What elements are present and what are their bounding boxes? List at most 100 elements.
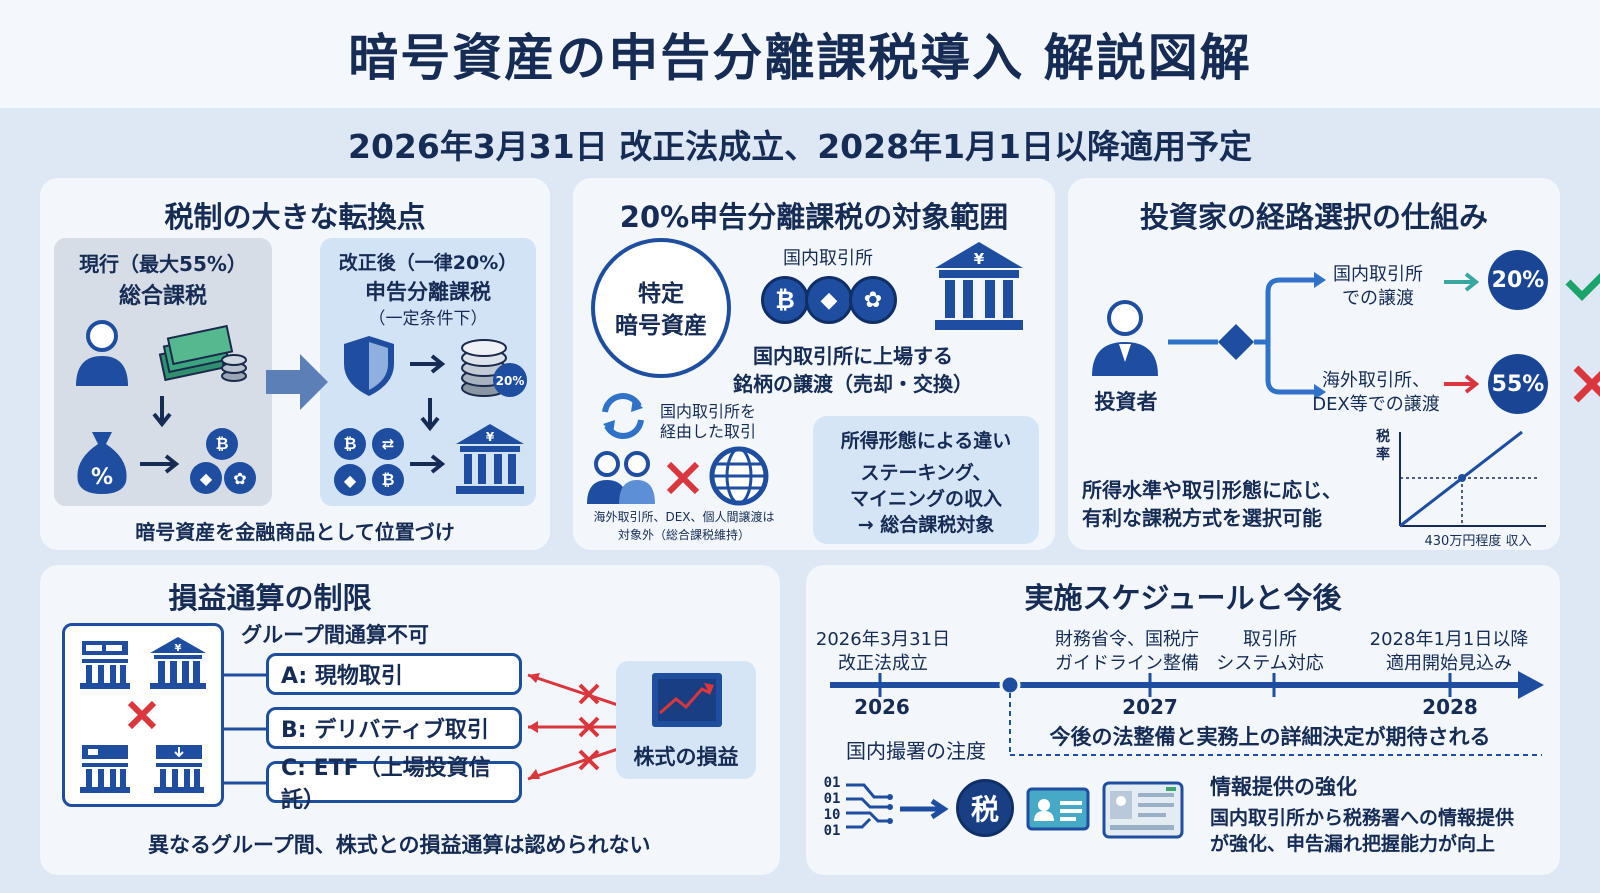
circle-label-2: 暗号資産 [615,313,707,339]
route2-label-2: DEX等での譲渡 [1312,394,1440,415]
route2-rate: 55% [1491,371,1545,397]
year-2028: 2028 [1422,695,1478,719]
bitcoin-icon: ₿ [372,464,404,496]
ethereum-icon: ◆ [805,276,853,324]
tax-icon: 税 [956,779,1014,837]
chart-xlabel: 430万円程度 収入 [1424,534,1532,549]
income-type-box [813,416,1039,544]
current-label-2: 総合課税 [118,284,207,309]
bank-icon: ¥ [456,424,524,494]
panel-schedule: 実施スケジュールと今後 2026年3月31日 改正法成立 財務省令、国税庁 ガイ… [806,565,1560,875]
circle-label-1: 特定 [638,281,684,307]
panel-title: 投資家の経路選択の仕組み [1139,200,1488,234]
info-line-2: が強化、申告漏れ把握能力が向上 [1210,833,1496,855]
arrow-down-icon [152,396,172,428]
timeline [830,671,1544,699]
license-card-icon [1102,781,1184,839]
route-desc-2: 有利な課税方式を選択可能 [1082,506,1322,530]
chart-ylabel: 税率 [1376,429,1390,463]
panel4-subtitle: グループ間通算不可 [241,623,429,647]
route1-label-2: での譲渡 [1342,288,1414,309]
investor-label: 投資者 [1094,390,1158,414]
arrow-right-icon [900,798,949,820]
panel1-footer: 暗号資産を金融商品として位置づけ [135,520,455,544]
panel-title: 20%申告分離課税の対象範囲 [619,200,1009,234]
year-2027: 2027 [1122,695,1178,719]
income-line-1: ステーキング、 [860,462,992,484]
checkmark-icon [1565,273,1600,301]
income-line-3: → 総合課税対象 [857,514,995,536]
specified-asset-circle [591,238,731,378]
route-branch [1168,272,1326,400]
person-icon [76,320,128,386]
arrow-down-icon [420,398,440,432]
building-icon [80,641,130,689]
revised-label-3: （一定条件下） [368,309,488,329]
arrow-right-icon [1444,272,1480,292]
info-title: 情報提供の強化 [1210,775,1357,799]
id-card-icon [1026,787,1090,831]
panel-scope: 20%申告分離課税の対象範囲 特定 暗号資産 国内取引所 ₿ ◆ ✿ ¥ 国内取… [573,178,1055,550]
cross-icon [666,461,700,495]
yen-symbol: ¥ [486,430,495,444]
stock-label: 株式の損益 [633,745,739,769]
route2-label-1: 海外取引所、 [1322,370,1430,391]
panel-route-selection: 投資家の経路選択の仕組み 投資者 国内取引所 での譲渡 20% 海外取引所、 D… [1068,178,1600,550]
rate-20-badge: 20% [1488,250,1548,310]
cash-stack-icon [158,324,247,382]
bitcoin-icon: ₿ [761,276,809,324]
page-title: 暗号資産の申告分離課税導入 解説図解 [348,29,1252,87]
ethereum-icon: ◆ [334,464,366,496]
bank-icon: ¥ [150,637,206,689]
building-icon [154,745,204,793]
token-icon: ✿ [224,462,256,494]
panel-loss-offset: 損益通算の制限 グループ間通算不可 ¥ [40,565,780,875]
shield-icon [344,336,394,396]
exchange-label: 国内取引所 [783,248,873,269]
cycle-arrows-icon [602,393,644,439]
listed-label-1: 国内取引所に上場する [753,344,953,368]
group-b-derivatives: B: デリバティブ取引 [266,707,522,749]
rate-55-badge: 55% [1488,354,1548,414]
ethereum-icon: ◆ [190,462,222,494]
circuit-icon [846,783,893,829]
bitcoin-icon: ₿ [206,428,238,460]
listed-label-2: 銘柄の譲渡（売却・交換） [733,372,973,396]
arrow-right-icon [410,454,446,474]
rate-badge: 20% [496,374,525,388]
swap-icon: ⇄ [372,428,404,460]
group-a-spot: A: 現物取引 [266,653,522,695]
people-icon [587,451,655,504]
group-a-label: A: 現物取引 [281,664,403,689]
yen-symbol: ¥ [974,250,985,268]
info-line-1: 国内取引所から税務署への情報提供 [1210,807,1515,829]
route1-rate: 20% [1491,267,1545,293]
timeline-dashes [1009,693,1542,756]
rate-chart [1399,430,1546,528]
event4-line-1: 2028年1月1日以降 [1369,629,1529,650]
panel4-footer: 異なるグループ間、株式との損益通算は認められない [148,833,651,857]
via-label-1: 国内取引所を [659,402,756,421]
yen-symbol: ¥ [175,643,182,654]
arrow-right-icon [140,454,180,474]
token-icon: ✿ [849,276,897,324]
tax-char: 税 [970,793,999,826]
globe-icon [709,446,769,506]
page-subtitle: 2026年3月31日 改正法成立、2028年1月1日以降適用予定 [348,127,1252,166]
title-bar: 暗号資産の申告分離課税導入 解説図解 [0,0,1600,108]
via-label-2: 経由した取引 [659,422,756,441]
revised-label-2: 申告分離課税 [365,280,491,304]
event1-line-2: 改正法成立 [838,653,928,674]
event3-line-1: 取引所 [1243,629,1297,650]
route1-label-1: 国内取引所 [1333,264,1423,285]
group-b-label: B: デリバティブ取引 [281,718,489,743]
arrow-right-icon [410,354,446,374]
cross-icon [1573,365,1600,403]
bank-icon: ¥ [935,242,1023,330]
big-arrow-icon [266,354,328,410]
note-1: 国内撮署の注度 [846,739,986,763]
event4-line-2: 適用開始見込み [1386,653,1512,674]
route-desc-1: 所得水準や取引形態に応じ、 [1082,478,1342,502]
bitcoin-icon: ₿ [334,428,366,460]
cross-icon [127,700,157,730]
